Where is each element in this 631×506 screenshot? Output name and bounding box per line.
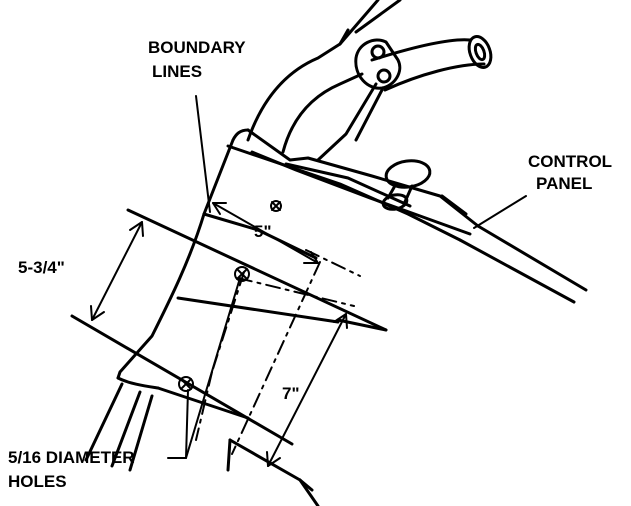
holes-leader xyxy=(168,278,240,458)
control-panel-label-line2: PANEL xyxy=(536,174,593,193)
dim-length-line xyxy=(267,314,347,466)
center-lines xyxy=(196,250,360,454)
dim-height-line xyxy=(91,222,143,320)
handle-tube xyxy=(248,0,495,152)
holes-label-line2: HOLES xyxy=(8,472,67,491)
control-panel-leader xyxy=(474,196,526,228)
hole-top-icon xyxy=(271,201,281,211)
dimension-length-label: 7" xyxy=(282,384,300,403)
boundary-lines-label-line1: BOUNDARY xyxy=(148,38,246,57)
housing-body xyxy=(86,214,586,506)
holes-label-line1: 5/16 DIAMETER xyxy=(8,448,135,467)
housing-top xyxy=(204,130,478,240)
boundary-leader xyxy=(196,96,210,212)
control-knob xyxy=(382,158,432,211)
dimension-width-label: 5" xyxy=(254,222,272,241)
dimension-height-label: 5-3/4" xyxy=(18,258,65,277)
boundary-lines-label-line2: LINES xyxy=(152,62,203,81)
control-panel-label-line1: CONTROL xyxy=(528,152,613,171)
dim-width-line xyxy=(213,203,318,263)
hole-bottom-icon xyxy=(179,377,193,391)
handle-bracket xyxy=(318,40,400,160)
hole-middle-icon xyxy=(235,267,249,281)
